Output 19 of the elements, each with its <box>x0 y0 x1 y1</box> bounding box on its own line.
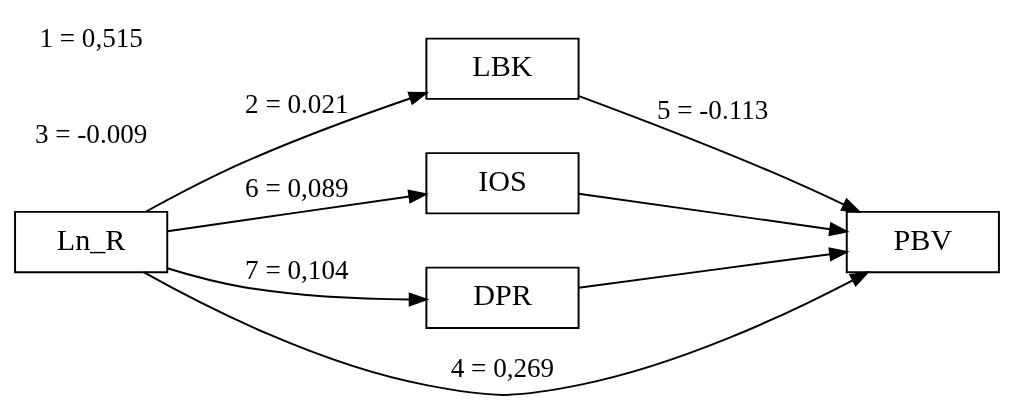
edge-label: 7 = 0,104 <box>245 254 349 285</box>
label: 1 = 0,515 <box>39 22 143 53</box>
edge-label: 5 = -0.113 <box>656 95 769 126</box>
arrow <box>144 91 430 213</box>
arrow <box>578 95 862 213</box>
edge-label: 4 = 0,269 <box>450 352 555 383</box>
edge-label: 6 = 0,089 <box>245 173 349 204</box>
arrow <box>577 192 850 237</box>
label: 3 = -0.009 <box>34 119 148 150</box>
arrow <box>577 247 850 289</box>
arrow <box>166 189 429 233</box>
edge-label: 2 = 0.021 <box>245 89 349 120</box>
arrow <box>166 267 430 307</box>
node-box: LBK <box>425 37 580 100</box>
node-box: Ln_R <box>14 210 169 274</box>
arrow <box>142 270 871 396</box>
node-box: PBV <box>845 210 1000 274</box>
node-box: IOS <box>425 152 580 215</box>
node-box: DPR <box>425 266 580 329</box>
